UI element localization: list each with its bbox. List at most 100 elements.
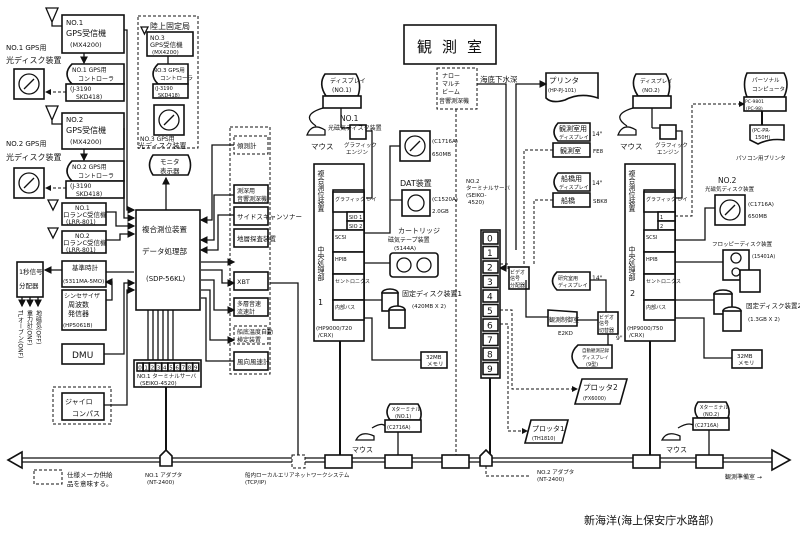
ts2-port-label: 6 bbox=[487, 322, 493, 332]
time-standard-label: 基準時計 bbox=[72, 263, 99, 272]
ts2-port bbox=[482, 347, 499, 361]
gps2-receiver-label: GPS受信機 bbox=[66, 125, 106, 135]
lan-node-ws1 bbox=[324, 454, 353, 469]
ws1-model-line2: /CRX) bbox=[318, 333, 333, 339]
ts2-port bbox=[482, 332, 499, 347]
time-standard-model: (5311MA-5MO) bbox=[63, 279, 104, 285]
ts2-port bbox=[482, 361, 499, 376]
left-connectors bbox=[104, 29, 136, 406]
video-dist-label2: 信号 bbox=[510, 275, 520, 282]
pc-model1: PC-9801 bbox=[745, 99, 764, 105]
ts1-port-label: 8 bbox=[188, 366, 192, 372]
gps1-group: NO.1 GPS受信機 (MX4200) NO.1 GPS用 コントローラ (J… bbox=[6, 7, 125, 102]
small-display-size: 9" bbox=[616, 335, 623, 342]
gps1-receiver-no: NO.1 bbox=[66, 19, 83, 27]
ws1-graphics-engine bbox=[349, 124, 367, 140]
ws2-memory-label: メモリ bbox=[738, 360, 755, 367]
monitor-display bbox=[148, 154, 192, 176]
ws2-floppy-model: (15401A) bbox=[752, 254, 775, 260]
gps1-receiver-model: (MX4200) bbox=[70, 41, 102, 49]
ts2-port-label: 7 bbox=[487, 336, 493, 346]
ws2-cpu-no: 2 bbox=[630, 289, 635, 298]
loran2-no: NO.2 bbox=[75, 233, 90, 240]
slot bbox=[332, 251, 365, 275]
obs-display-size: 14" bbox=[592, 131, 603, 138]
ts2-port bbox=[482, 260, 499, 274]
ts1-port-label: 6 bbox=[175, 366, 179, 372]
ws2-display-base bbox=[632, 95, 672, 109]
pps-output-0: TLオーブン(ONF) bbox=[17, 309, 24, 358]
ts1-port-label: 2 bbox=[151, 366, 155, 372]
lan-node-narrowbeam bbox=[441, 454, 470, 469]
lab-display-label1: 研究室用 bbox=[558, 275, 578, 282]
monitor-label1: モニタ bbox=[160, 157, 180, 166]
printer-label: プリンタ bbox=[549, 76, 579, 85]
gps2-disk-label: 光ディスク装置 bbox=[6, 152, 61, 162]
ts2-port-label: 5 bbox=[487, 307, 493, 317]
slot-label: SCSI bbox=[335, 235, 346, 241]
gyro-compass bbox=[61, 392, 105, 421]
bus-left-arrow-icon bbox=[6, 450, 23, 470]
slot-label: SCSI bbox=[646, 235, 657, 241]
ts2-port-label: 4 bbox=[487, 293, 493, 303]
pc-printer-model2: 150H) bbox=[755, 135, 770, 141]
ws1-memory-label: メモリ bbox=[427, 361, 444, 368]
slot bbox=[332, 229, 365, 253]
mouse-icon bbox=[306, 107, 326, 136]
ts2-port-label: 9 bbox=[487, 365, 493, 375]
ws1-display-label: ディスプレイ bbox=[330, 77, 366, 85]
loran1-model: (LRR-801) bbox=[66, 219, 96, 226]
gps1-disk-label: 光ディスク装置 bbox=[6, 55, 61, 65]
lan-protocol: (TCP/IP) bbox=[245, 480, 266, 486]
slot-label: 1 bbox=[660, 215, 663, 221]
optical-disk-icon bbox=[158, 109, 180, 131]
personal-computer: パーソナル コンピュータ PC-9801 (PC-98) (PC-PR- 150… bbox=[675, 72, 788, 217]
slot bbox=[643, 251, 676, 275]
lan-node-xterm1 bbox=[384, 454, 413, 469]
ts1-port-label: 4 bbox=[163, 366, 167, 372]
gps2-controller-title: NO.2 GPS用 bbox=[72, 164, 107, 171]
ts1-port-label: 0 bbox=[138, 366, 142, 372]
tape-icon bbox=[407, 194, 425, 212]
antenna-icon bbox=[139, 26, 150, 36]
antenna-icon bbox=[46, 199, 60, 212]
ts1-port-label: 1 bbox=[144, 366, 148, 372]
gps2-model-line1: (J-3190 bbox=[70, 183, 92, 190]
observation-room-header bbox=[403, 24, 497, 65]
pps-output-1: 重力計(ONF) bbox=[26, 309, 33, 345]
ws1-mo-no: NO.1 bbox=[340, 114, 359, 123]
sensor-label: サイドスキャンソナー bbox=[237, 213, 302, 221]
ts2-label4: 4520) bbox=[468, 200, 484, 206]
slot-label: 2 bbox=[660, 224, 663, 230]
page-title: 観測室 bbox=[417, 38, 492, 56]
adapter1-model: (NT-2400) bbox=[147, 480, 174, 486]
plotter1-label: プロッタ1 bbox=[532, 424, 564, 433]
pc-printer bbox=[749, 124, 785, 145]
ws2-mo-no: NO.2 bbox=[718, 176, 737, 185]
gps3-no: NO.3 bbox=[150, 35, 165, 42]
gps2-model-line2: SKD418) bbox=[76, 191, 102, 198]
sensor-list: 傾測計測深用音響測深機サイドスキャンソナー地層探査装置XBT多層音速流速計船底温… bbox=[233, 135, 302, 371]
land-station: 陸上固定局 NO.3 GPS受信機 (MX4200) NO.3 GPS用 コント… bbox=[137, 15, 199, 150]
gps1-controller-title: NO.1 GPS用 bbox=[72, 67, 107, 74]
ws1-gfx-label1: グラフィック bbox=[344, 141, 377, 149]
gyro-label1: ジャイロ bbox=[65, 398, 93, 406]
ws2-model-line1: (HP9000/750 bbox=[627, 326, 663, 332]
sensor-box bbox=[233, 206, 269, 226]
narrow-beam-label4: 音響測深機 bbox=[439, 97, 469, 105]
ts2-label2: ターミナルサーバ bbox=[466, 184, 510, 192]
plotter2-model: (FX6000) bbox=[583, 396, 606, 402]
ws1-display-base bbox=[322, 95, 362, 109]
sensor-label: 流速計 bbox=[237, 308, 255, 316]
ws1-fixed-disk-model: (420MB X 2) bbox=[412, 304, 446, 310]
mouse-icon bbox=[660, 423, 694, 441]
ws1-fixed-disk bbox=[381, 288, 406, 329]
plotter2-label: プロッタ2 bbox=[583, 383, 618, 392]
ts1-port bbox=[192, 362, 200, 372]
ts1-port-label: 5 bbox=[169, 366, 173, 372]
gps1-controller-label: コントローラ bbox=[78, 76, 114, 83]
ws1-memory bbox=[420, 351, 448, 369]
